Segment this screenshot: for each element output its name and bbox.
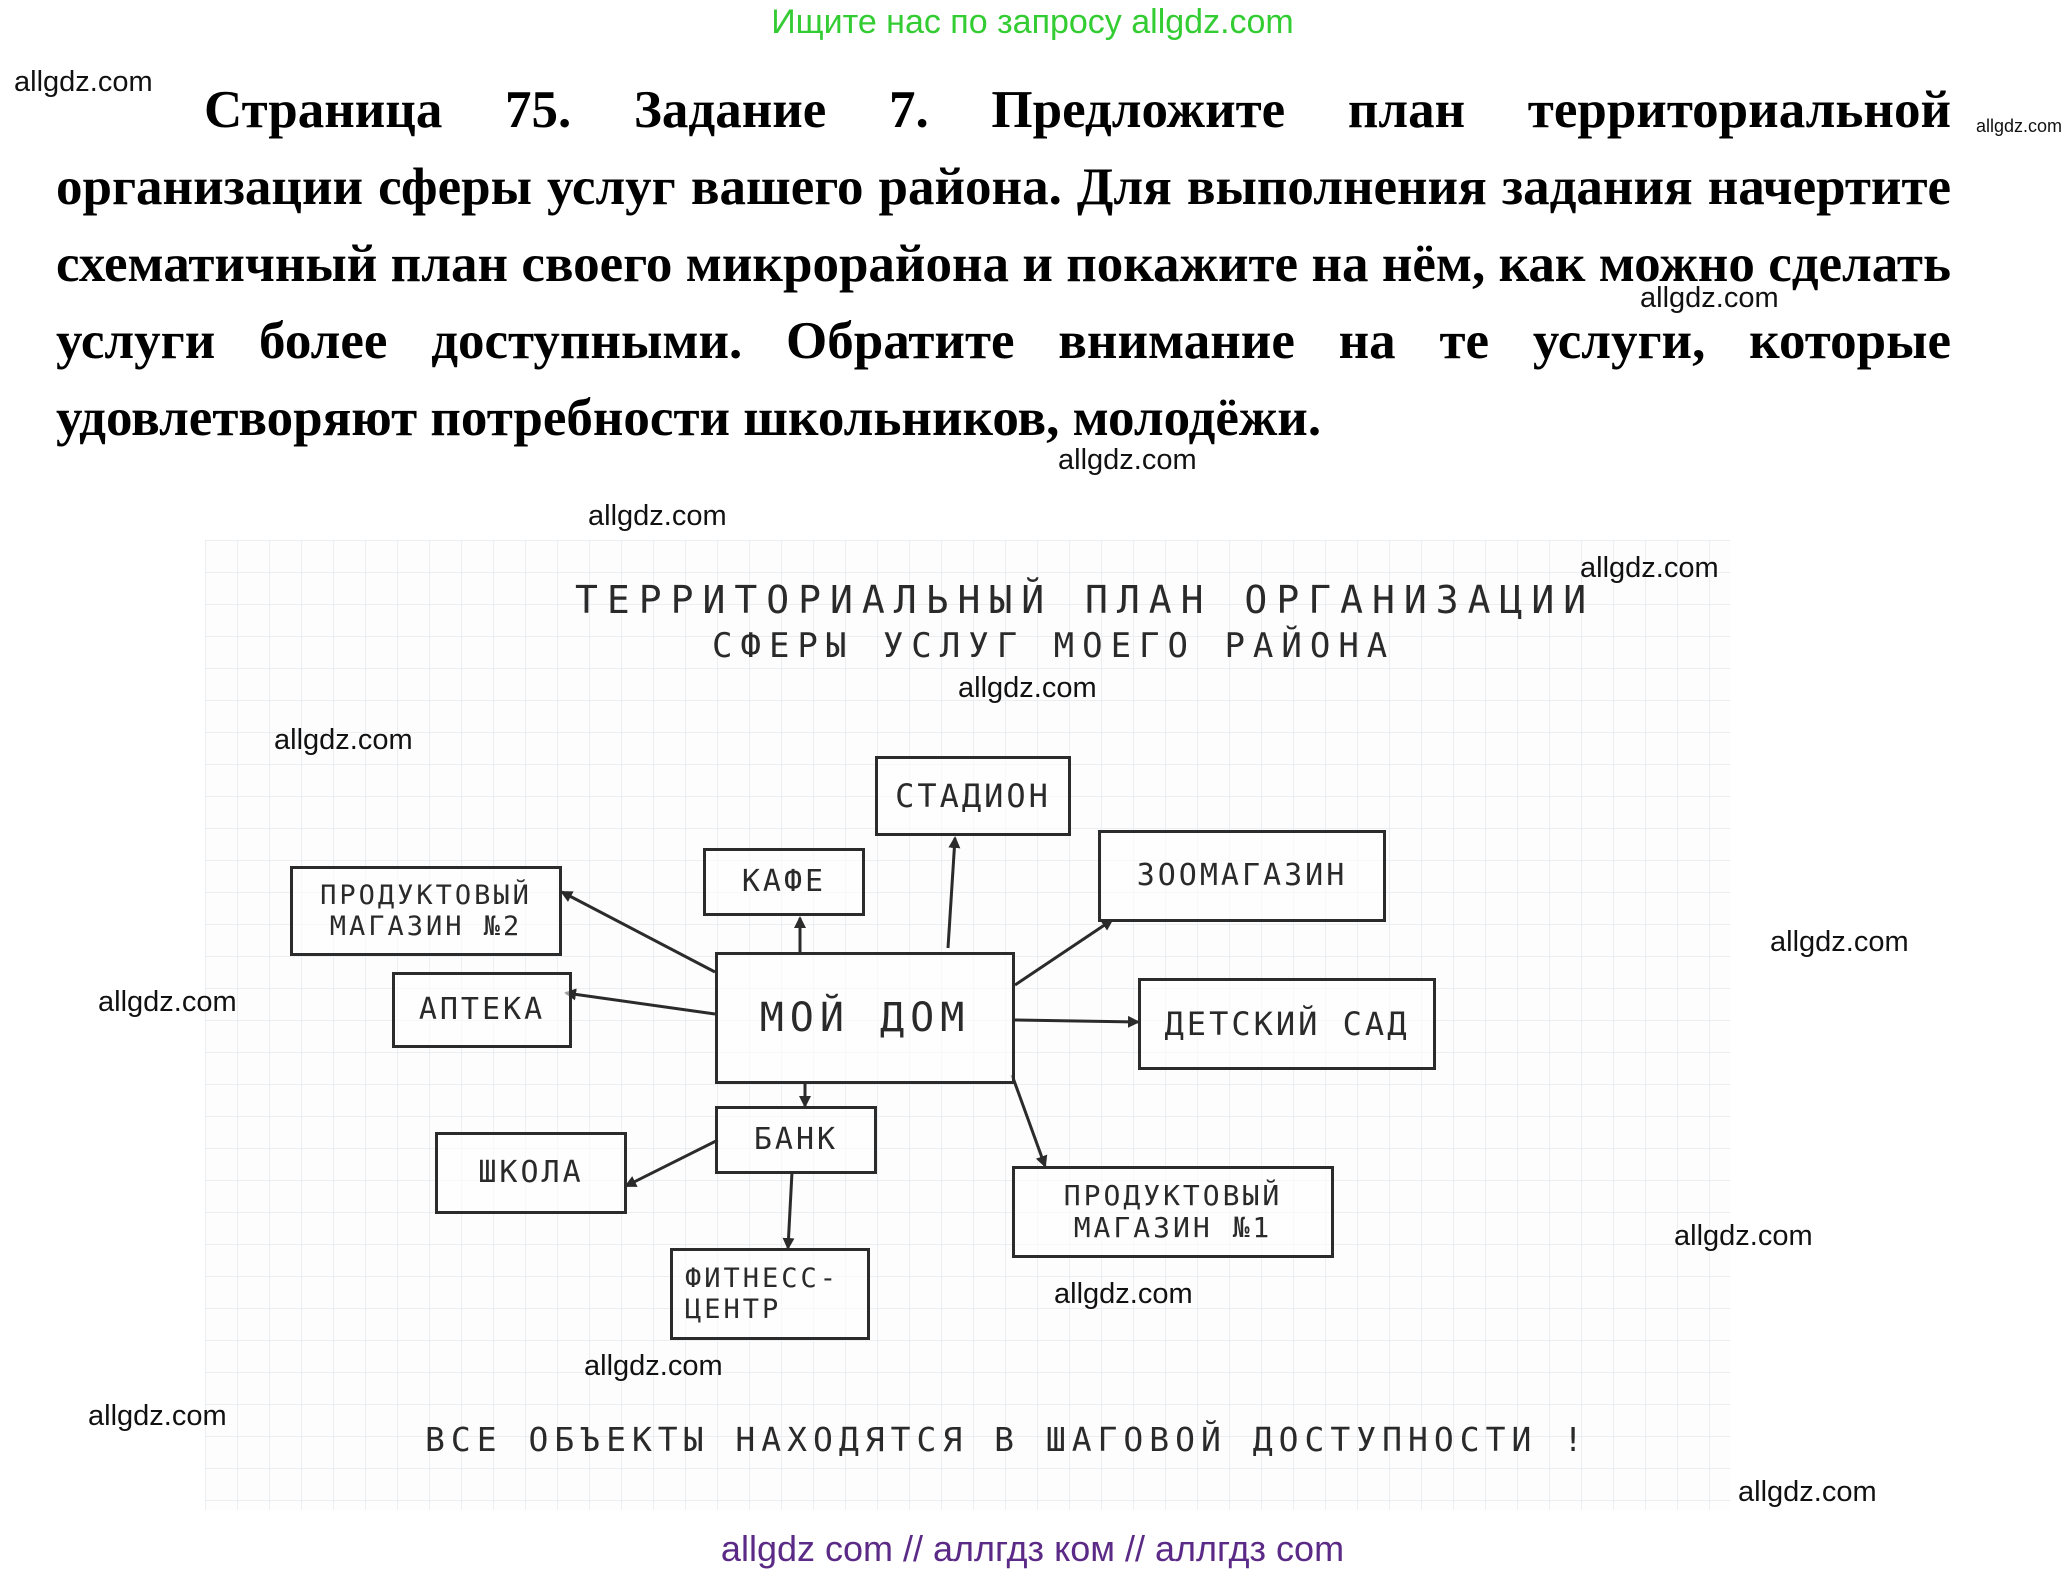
watermark: allgdz.com [88,1400,227,1432]
watermark: allgdz.com [1640,282,1779,314]
diagram-title-line-1: ТЕРРИТОРИАЛЬНЫЙ ПЛАН ОРГАНИЗАЦИИ [575,578,1596,622]
footer-links[interactable]: allgdz com // аллгдз ком // аллгдз com [720,1528,1345,1569]
watermark: allgdz.com [274,724,413,756]
arrow-to-fitness [782,1171,795,1250]
node-grocery-2: ПРОДУКТОВЫЙ МАГАЗИН №2 [290,866,562,956]
node-cafe: КАФЕ [703,848,865,916]
arrow-to-stadium [946,836,961,949]
watermark: allgdz.com [98,986,237,1018]
node-pharmacy-label: АПТЕКА [418,991,546,1027]
watermark: allgdz.com [958,672,1097,704]
search-banner[interactable]: Ищите нас по запросу allgdz.com [771,3,1294,41]
watermark: allgdz.com [14,66,153,98]
watermark: allgdz.com [1738,1476,1877,1508]
node-school: ШКОЛА [435,1132,627,1214]
node-school-label: ШКОЛА [478,1154,584,1190]
node-grocery-1: ПРОДУКТОВЫЙ МАГАЗИН №1 [1012,1166,1334,1258]
arrow-to-pharmacy [564,988,716,1016]
arrow-to-pet-store [1014,918,1114,987]
node-pet-store-label: ЗООМАГАЗИН [1136,857,1348,893]
arrow-to-grocery-1 [1010,1074,1048,1168]
node-pet-store: ЗООМАГАЗИН [1098,830,1386,922]
node-kindergarten: ДЕТСКИЙ САД [1138,978,1436,1070]
node-bank-label: БАНК [753,1121,839,1157]
node-fitness-line-2: ЦЕНТР [685,1294,782,1325]
node-stadium: СТАДИОН [875,756,1071,836]
diagram-title-line-2: СФЕРЫ УСЛУГ МОЕГО РАЙОНА [712,626,1396,666]
watermark: allgdz.com [1674,1220,1813,1252]
node-grocery-1-line-1: ПРОДУКТОВЫЙ [1063,1178,1283,1212]
arrow-to-grocery-2 [560,890,716,974]
node-grocery-2-line-2: МАГАЗИН №2 [329,911,523,942]
watermark: allgdz.com [1054,1278,1193,1310]
diagram-note: ВСЕ ОБЪЕКТЫ НАХОДЯТСЯ В ШАГОВОЙ ДОСТУПНО… [425,1420,1590,1459]
watermark: allgdz.com [588,500,727,532]
node-grocery-2-line-1: ПРОДУКТОВЫЙ [320,879,532,911]
arrow-to-kindergarten [1014,1015,1140,1028]
arrow-to-school [624,1138,719,1188]
watermark: allgdz.com [1058,444,1197,476]
watermark: allgdz.com [1580,552,1719,584]
node-bank: БАНК [715,1106,877,1174]
watermark: allgdz.com [1976,116,2063,136]
node-grocery-1-line-2: МАГАЗИН №1 [1073,1211,1273,1244]
node-pharmacy: АПТЕКА [392,972,572,1048]
task-text: Страница 75. Задание 7. Предложите план … [56,81,1951,447]
node-home-label: МОЙ ДОМ [759,995,971,1041]
node-home: МОЙ ДОМ [715,952,1015,1084]
node-fitness-center: ФИТНЕСС- ЦЕНТР [670,1248,870,1340]
node-fitness-line-1: ФИТНЕСС- [685,1262,840,1294]
node-stadium-label: СТАДИОН [895,776,1051,815]
watermark: allgdz.com [1770,926,1909,958]
node-cafe-label: КАФЕ [741,863,827,899]
watermark: allgdz.com [584,1350,723,1382]
node-kindergarten-label: ДЕТСКИЙ САД [1164,1004,1410,1043]
